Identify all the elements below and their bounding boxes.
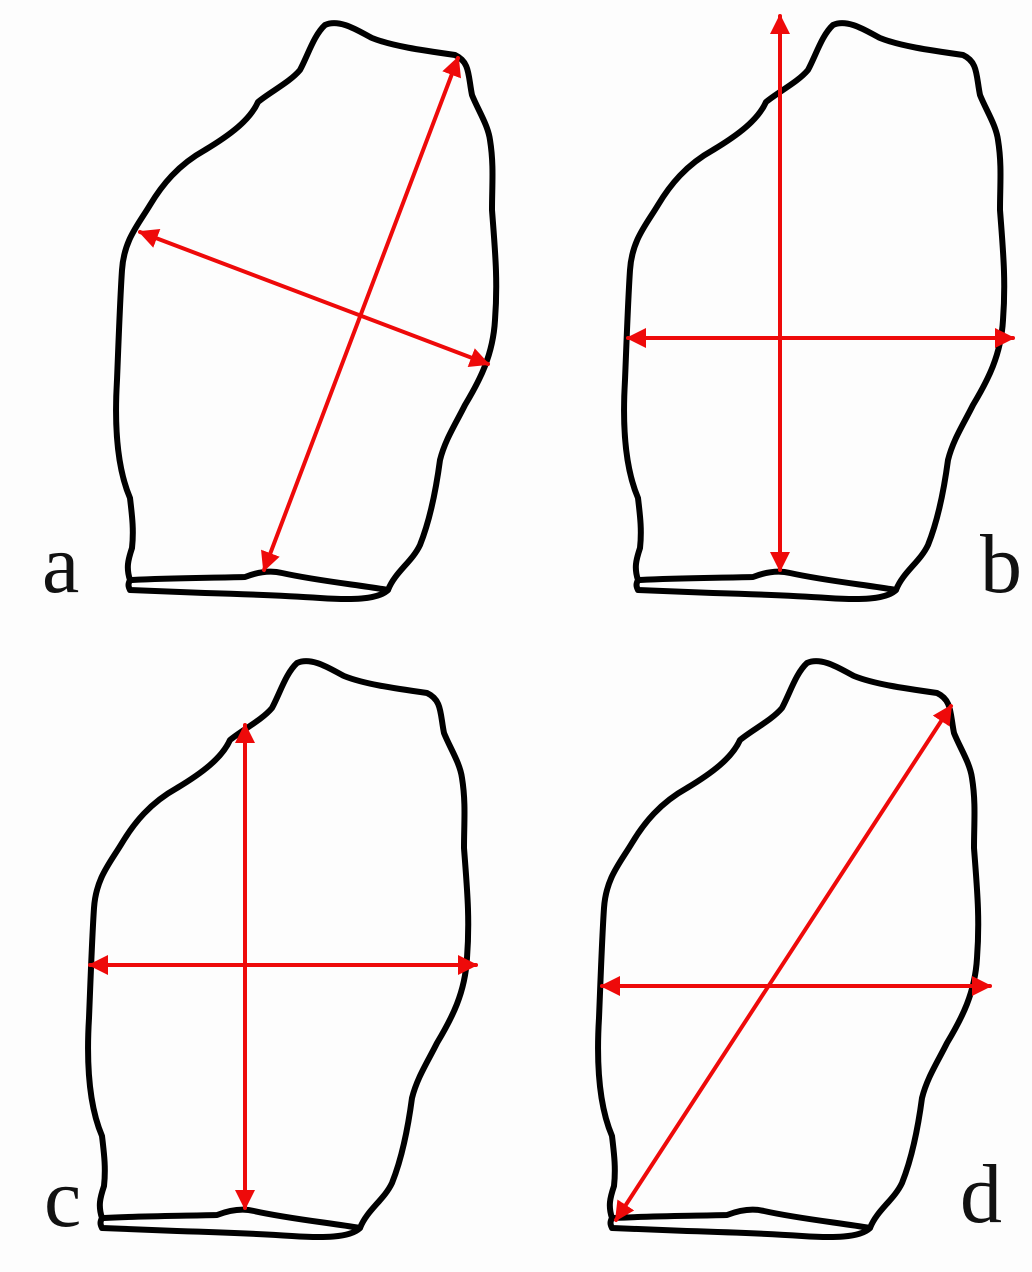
panel-label: a <box>42 518 79 611</box>
specimen-outline <box>598 661 978 1237</box>
width-arrow <box>138 229 490 367</box>
panel-d: d <box>598 661 1002 1241</box>
panel-a: a <box>42 23 496 611</box>
panel-label: d <box>960 1148 1002 1241</box>
specimen-outline <box>88 661 468 1237</box>
panel-label: b <box>980 518 1022 611</box>
panel-c: c <box>44 661 478 1245</box>
specimen-outline <box>624 23 1004 599</box>
length-arrow <box>614 704 953 1222</box>
panel-b: b <box>624 13 1022 611</box>
panel-label: c <box>44 1152 81 1245</box>
